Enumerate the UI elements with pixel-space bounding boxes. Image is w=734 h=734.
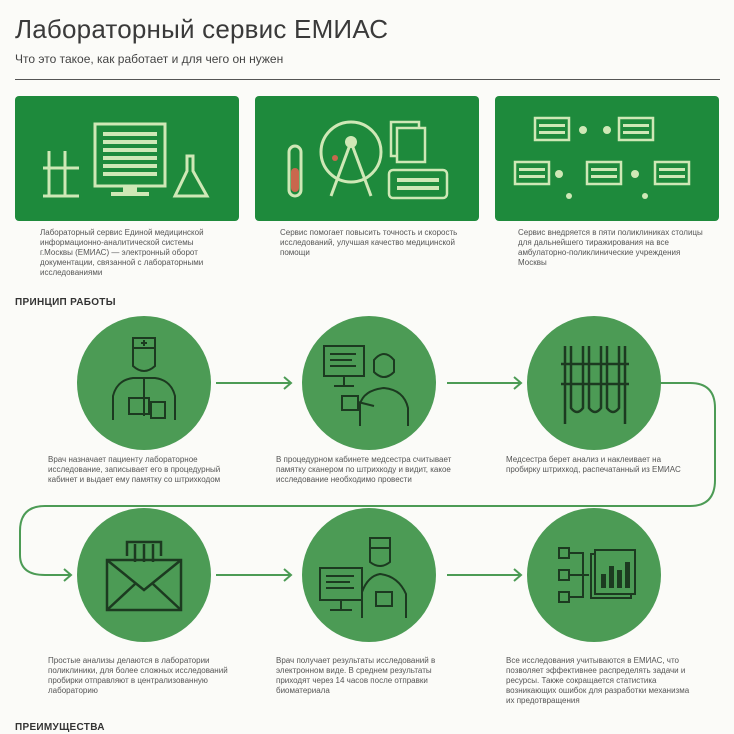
panel-lab-service	[15, 96, 239, 221]
step-5-circle	[302, 508, 436, 642]
doctor-monitor-icon	[319, 537, 407, 618]
page-title: Лабораторный сервис ЕМИАС	[15, 14, 389, 44]
panel-caption: Сервис внедряется в пяти поликлиниках ст…	[518, 228, 703, 267]
step-2-circle	[302, 316, 436, 450]
section-advantages-heading: ПРЕИМУЩЕСТВА	[15, 722, 105, 733]
step-caption: Медсестра берет анализ и наклеивает на п…	[506, 455, 681, 474]
envelope-icon	[105, 540, 183, 612]
target-icon	[287, 120, 449, 200]
analytics-icon	[558, 547, 636, 603]
step-caption: Врач назначает пациенту лабораторное исс…	[48, 455, 221, 484]
step-caption: Врач получает результаты исследований в …	[276, 656, 436, 695]
clinics-network-icon	[513, 116, 691, 199]
panel-caption: Лабораторный сервис Единой медицинской и…	[40, 228, 204, 277]
page-subtitle: Что это такое, как работает и для чего о…	[15, 52, 284, 66]
section-principle-heading: ПРИНЦИП РАБОТЫ	[15, 297, 116, 308]
lab-monitor-icon	[43, 122, 210, 198]
step-6-circle	[527, 508, 661, 642]
step-caption: Все исследования учитываются в ЕМИАС, чт…	[506, 656, 690, 705]
step-1-circle	[77, 316, 211, 450]
doctor-icon	[112, 337, 176, 420]
panel-accuracy	[255, 96, 479, 221]
step-4-circle	[77, 508, 211, 642]
step-caption: В процедурном кабинете медсестра считыва…	[276, 455, 452, 484]
nurse-scanner-icon	[323, 345, 409, 426]
panel-caption: Сервис помогает повысить точность и скор…	[280, 228, 458, 257]
step-caption: Простые анализы делаются в лаборатории п…	[48, 656, 228, 695]
step-3-circle	[527, 316, 661, 450]
test-tubes-icon	[561, 346, 629, 424]
panel-clinics	[495, 96, 719, 221]
header-divider	[15, 79, 720, 80]
